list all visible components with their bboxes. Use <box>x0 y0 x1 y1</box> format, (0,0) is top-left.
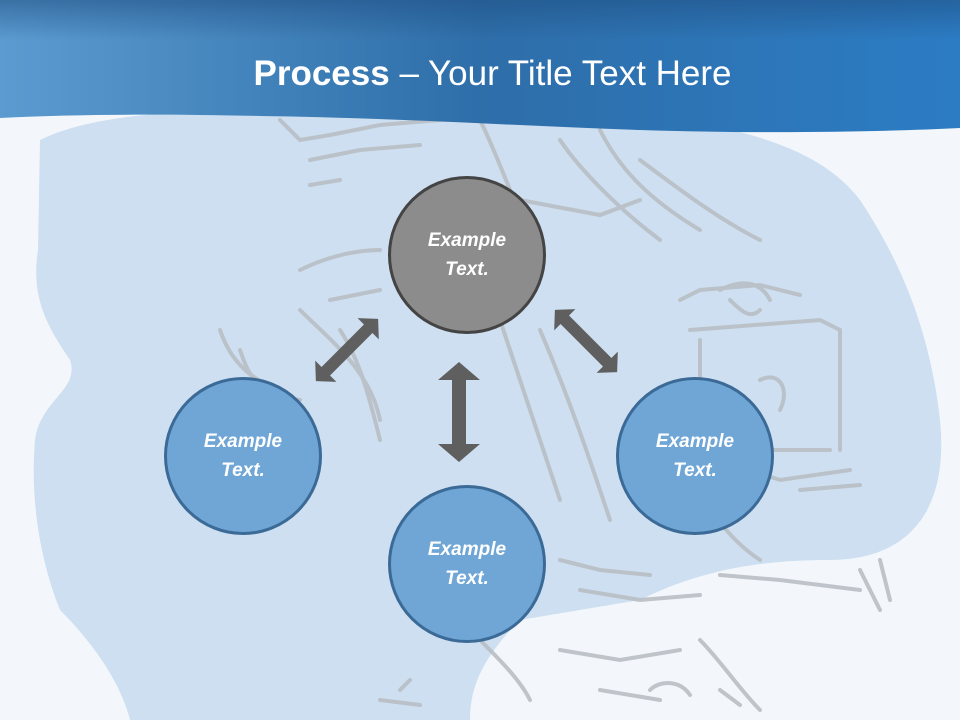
node-label: Example Text. <box>655 431 735 481</box>
node-label: Example Text. <box>427 539 507 589</box>
process-node-top[interactable]: Example Text. <box>388 176 546 334</box>
process-node-right[interactable]: Example Text. <box>616 377 774 535</box>
process-node-bottom[interactable]: Example Text. <box>388 485 546 643</box>
slide-title: Process – Your Title Text Here <box>0 52 960 96</box>
node-label: Example Text. <box>203 431 283 481</box>
node-label: Example Text. <box>427 230 507 280</box>
background-silhouette <box>33 108 942 720</box>
process-node-left[interactable]: Example Text. <box>164 377 322 535</box>
title-bold: Process <box>253 54 390 93</box>
title-rest: – Your Title Text Here <box>389 54 732 93</box>
